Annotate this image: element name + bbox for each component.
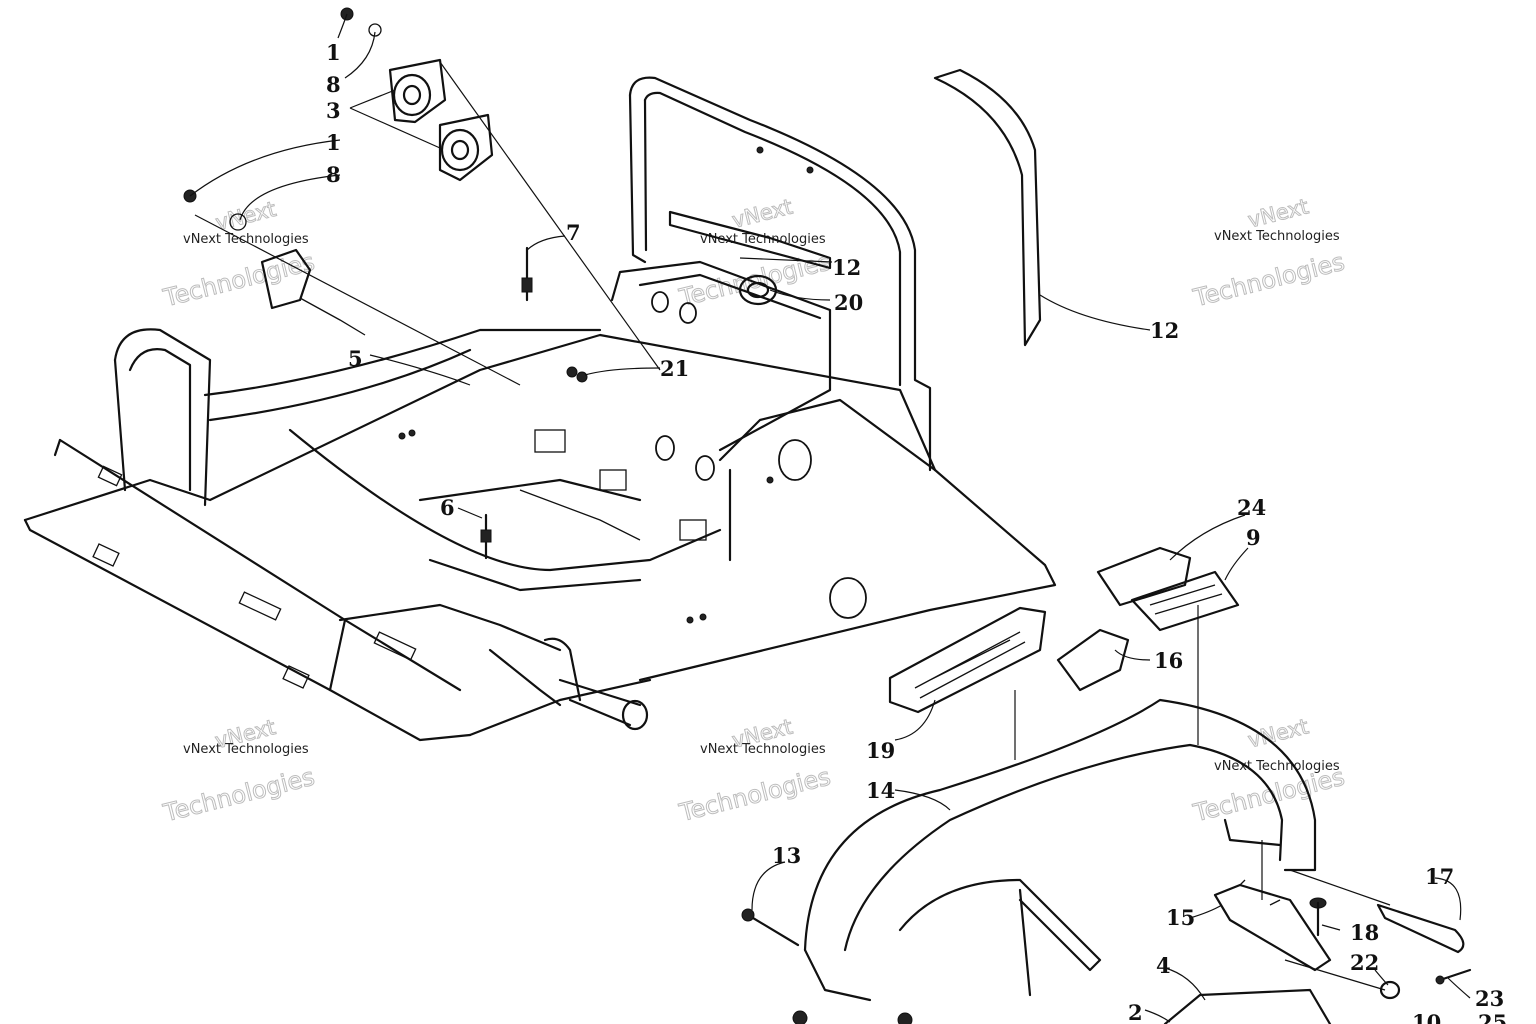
hub-icon bbox=[388, 58, 494, 182]
svg-text:Technologies: Technologies bbox=[160, 763, 317, 828]
svg-text:vNext Technologies: vNext Technologies bbox=[700, 742, 826, 757]
watermark-bottom-right: vNext vNext Technologies Technologies bbox=[1190, 714, 1348, 828]
callout-19: 19 bbox=[866, 738, 895, 763]
nut-part-21 bbox=[566, 366, 588, 383]
decal-part-19 bbox=[888, 606, 1047, 714]
callout-23: 23 bbox=[1475, 986, 1504, 1011]
plate-part-12 bbox=[668, 210, 832, 270]
handle-bar-part-12 bbox=[933, 68, 1042, 347]
watermark-bottom-center: vNext vNext Technologies Technologies bbox=[675, 714, 833, 828]
callout-22: 22 bbox=[1350, 950, 1379, 975]
callout-5: 5 bbox=[348, 346, 363, 371]
callout-7: 7 bbox=[566, 220, 581, 245]
bolt-part-6 bbox=[480, 513, 492, 560]
bolt-part-23 bbox=[1435, 968, 1472, 985]
grommet-icon bbox=[738, 274, 778, 306]
bracket-part-15 bbox=[1213, 879, 1332, 972]
fasteners-bottom bbox=[792, 1010, 913, 1024]
callout-25: 25 bbox=[1478, 1010, 1507, 1024]
callout-8-mid: 8 bbox=[326, 162, 341, 187]
washer-icon bbox=[183, 7, 382, 231]
callout-14: 14 bbox=[866, 778, 895, 803]
callout-16: 16 bbox=[1154, 648, 1183, 673]
callout-15: 15 bbox=[1166, 905, 1195, 930]
callout-9: 9 bbox=[1246, 525, 1261, 550]
svg-text:Technologies: Technologies bbox=[676, 762, 833, 827]
callout-10: 10 bbox=[1412, 1010, 1441, 1024]
callout-2: 2 bbox=[1128, 1000, 1143, 1024]
callout-6: 6 bbox=[440, 495, 455, 520]
callout-24: 24 bbox=[1237, 495, 1266, 520]
leader-lines bbox=[189, 13, 1471, 1023]
svg-text:vNext Technologies: vNext Technologies bbox=[700, 232, 826, 247]
decal-part-16 bbox=[1056, 628, 1130, 692]
callout-3: 3 bbox=[326, 98, 341, 123]
callout-12-right: 12 bbox=[1150, 318, 1179, 343]
callout-13: 13 bbox=[772, 843, 801, 868]
decal-part-9 bbox=[1130, 570, 1240, 632]
svg-text:vNext Technologies: vNext Technologies bbox=[1214, 229, 1340, 244]
callout-labels: 1 8 3 1 8 7 12 20 12 5 21 6 24 9 16 19 1… bbox=[326, 40, 1507, 1024]
svg-text:vNext Technologies: vNext Technologies bbox=[1214, 759, 1340, 774]
bolt-part-13 bbox=[741, 908, 800, 947]
callout-21: 21 bbox=[660, 356, 689, 381]
svg-text:vNext: vNext bbox=[1246, 194, 1311, 232]
svg-text:vNext: vNext bbox=[730, 195, 795, 233]
pin-part-18 bbox=[1309, 897, 1327, 937]
callout-8-top: 8 bbox=[326, 72, 341, 97]
callout-18: 18 bbox=[1350, 920, 1379, 945]
bracket-part-4 bbox=[1163, 988, 1332, 1024]
mount-part-5 bbox=[260, 248, 366, 336]
callout-17: 17 bbox=[1425, 864, 1454, 889]
watermark-bottom-left: vNext vNext Technologies Technologies bbox=[160, 715, 318, 828]
callout-20: 20 bbox=[834, 290, 863, 315]
callout-1-top: 1 bbox=[326, 40, 341, 65]
fender-part-14 bbox=[803, 698, 1317, 1002]
chassis-frame bbox=[23, 76, 1057, 742]
callout-4: 4 bbox=[1156, 953, 1171, 978]
callout-12-mid: 12 bbox=[832, 255, 861, 280]
bolt-icon bbox=[521, 246, 533, 302]
watermark-top-right: vNext vNext Technologies Technologies bbox=[1190, 194, 1348, 313]
svg-text:vNext Technologies: vNext Technologies bbox=[183, 232, 309, 247]
svg-text:Technologies: Technologies bbox=[1190, 248, 1347, 313]
callout-1-mid: 1 bbox=[326, 130, 341, 155]
svg-text:vNext Technologies: vNext Technologies bbox=[183, 742, 309, 757]
handle-part-17 bbox=[1376, 903, 1465, 954]
washer-part-22 bbox=[1379, 980, 1401, 1000]
decal-part-24 bbox=[1096, 546, 1192, 607]
